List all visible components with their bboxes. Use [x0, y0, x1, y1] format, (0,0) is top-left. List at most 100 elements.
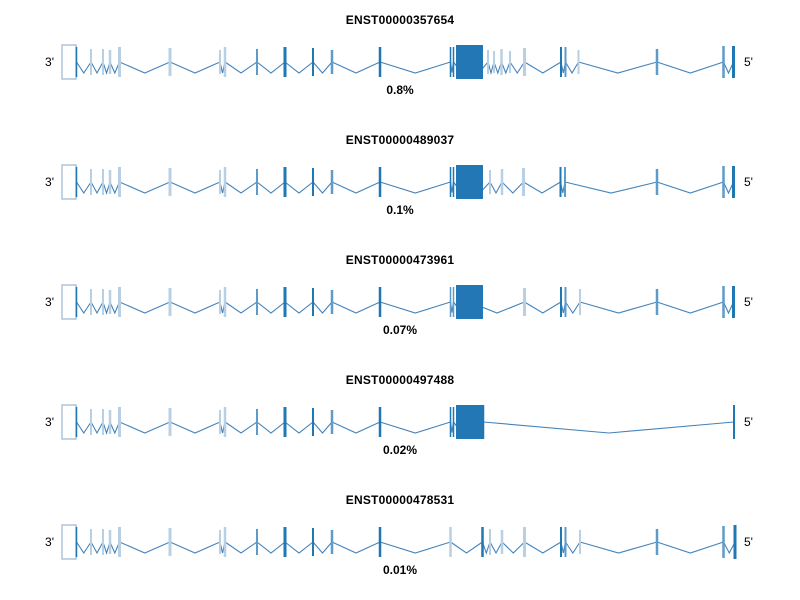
exon-tick — [330, 410, 334, 434]
exon-tick — [90, 529, 92, 555]
exon-tick — [102, 169, 104, 195]
exon-tick — [564, 167, 566, 197]
transcript-title: ENST00000357654 — [345, 13, 455, 27]
five-prime-label: 5' — [744, 175, 753, 189]
exon-tick — [108, 170, 112, 194]
three-prime-label: 3' — [45, 175, 54, 189]
exon-tick — [118, 287, 121, 317]
transcript-title: ENST00000497488 — [345, 373, 455, 387]
exon-tick — [481, 527, 484, 557]
exon-tick — [523, 527, 526, 557]
five-prime-label: 5' — [744, 535, 753, 549]
three-prime-label: 3' — [45, 55, 54, 69]
exon-tick — [223, 47, 227, 77]
exon-tick — [500, 530, 504, 554]
exon-tick — [102, 289, 104, 315]
exon-tick — [102, 529, 104, 555]
exon-tick — [283, 407, 287, 437]
exon-tick — [722, 46, 725, 78]
exon-tick — [168, 168, 172, 196]
exon-tick — [449, 47, 452, 77]
exon-box-filled — [456, 285, 483, 319]
exon-tick — [312, 528, 314, 556]
exon-tick — [449, 287, 452, 317]
exon-tick — [330, 530, 334, 554]
exon-tick — [108, 290, 112, 314]
abundance-label: 0.07% — [382, 323, 418, 337]
five-prime-label: 5' — [744, 415, 753, 429]
exon-tick — [655, 529, 659, 555]
exon-tick — [75, 167, 78, 197]
transcript-diagram — [61, 44, 735, 80]
exon-tick — [523, 288, 526, 316]
exon-tick — [219, 170, 221, 194]
exon-tick — [559, 167, 562, 197]
transcript-title: ENST00000489037 — [345, 133, 455, 147]
exon-tick — [722, 166, 725, 198]
three-prime-label: 3' — [45, 295, 54, 309]
transcript-row: ENST00000473961 3' 5' 0.07% — [0, 240, 800, 360]
intron-line — [76, 301, 735, 315]
exon-tick — [560, 287, 562, 317]
exon-tick — [75, 527, 78, 557]
exon-tick — [283, 527, 287, 557]
abundance-label: 0.8% — [386, 83, 414, 97]
exon-tick — [312, 288, 314, 316]
exon-tick — [522, 168, 525, 196]
exon-tick — [493, 51, 495, 73]
exon-tick — [256, 409, 258, 435]
exon-box-filled — [456, 45, 483, 79]
exon-tick — [482, 405, 485, 439]
exon-box-outline — [61, 524, 77, 560]
exon-tick — [378, 47, 382, 77]
three-prime-label: 3' — [45, 535, 54, 549]
exon-tick — [509, 51, 511, 73]
exon-tick — [722, 286, 725, 318]
exon-tick — [378, 167, 382, 197]
exon-tick — [283, 287, 287, 317]
exon-tick — [489, 170, 491, 194]
exon-tick — [732, 166, 735, 198]
transcript-diagram — [61, 524, 737, 560]
exon-tick — [560, 47, 562, 77]
exon-tick — [256, 169, 258, 195]
exon-tick — [449, 167, 452, 197]
exon-tick — [283, 47, 287, 77]
exon-tick — [118, 527, 121, 557]
exon-tick — [732, 46, 735, 78]
five-prime-label: 5' — [744, 55, 753, 69]
intron-line — [76, 61, 735, 76]
exon-tick — [75, 47, 78, 77]
exon-tick — [579, 289, 581, 315]
exon-tick — [452, 167, 455, 197]
abundance-label: 0.02% — [382, 443, 418, 457]
exon-box-outline — [61, 44, 77, 80]
exon-tick — [118, 47, 121, 77]
abundance-label: 0.1% — [386, 203, 414, 217]
exon-tick — [564, 527, 567, 557]
exon-tick — [500, 169, 504, 195]
exon-tick — [102, 409, 104, 435]
exon-tick — [733, 525, 737, 559]
exon-tick — [378, 527, 382, 557]
exon-tick — [312, 408, 314, 436]
exon-tick — [452, 287, 455, 317]
exon-tick — [523, 48, 526, 76]
exon-tick — [579, 530, 581, 554]
exon-tick — [219, 410, 221, 434]
transcript-title: ENST00000473961 — [345, 253, 455, 267]
exon-box-filled — [456, 405, 483, 439]
exon-tick — [118, 167, 121, 197]
exon-tick — [219, 50, 221, 74]
transcript-diagram — [61, 284, 735, 320]
exon-box-outline — [61, 164, 77, 200]
transcript-row: ENST00000489037 3' 5' 0.1% — [0, 120, 800, 240]
exon-tick — [378, 407, 382, 437]
exon-tick — [449, 527, 452, 557]
exon-tick — [256, 49, 258, 75]
three-prime-label: 3' — [45, 415, 54, 429]
exon-tick — [500, 49, 503, 75]
exon-tick — [722, 526, 725, 558]
exon-tick — [90, 169, 92, 195]
exon-tick — [564, 47, 567, 77]
